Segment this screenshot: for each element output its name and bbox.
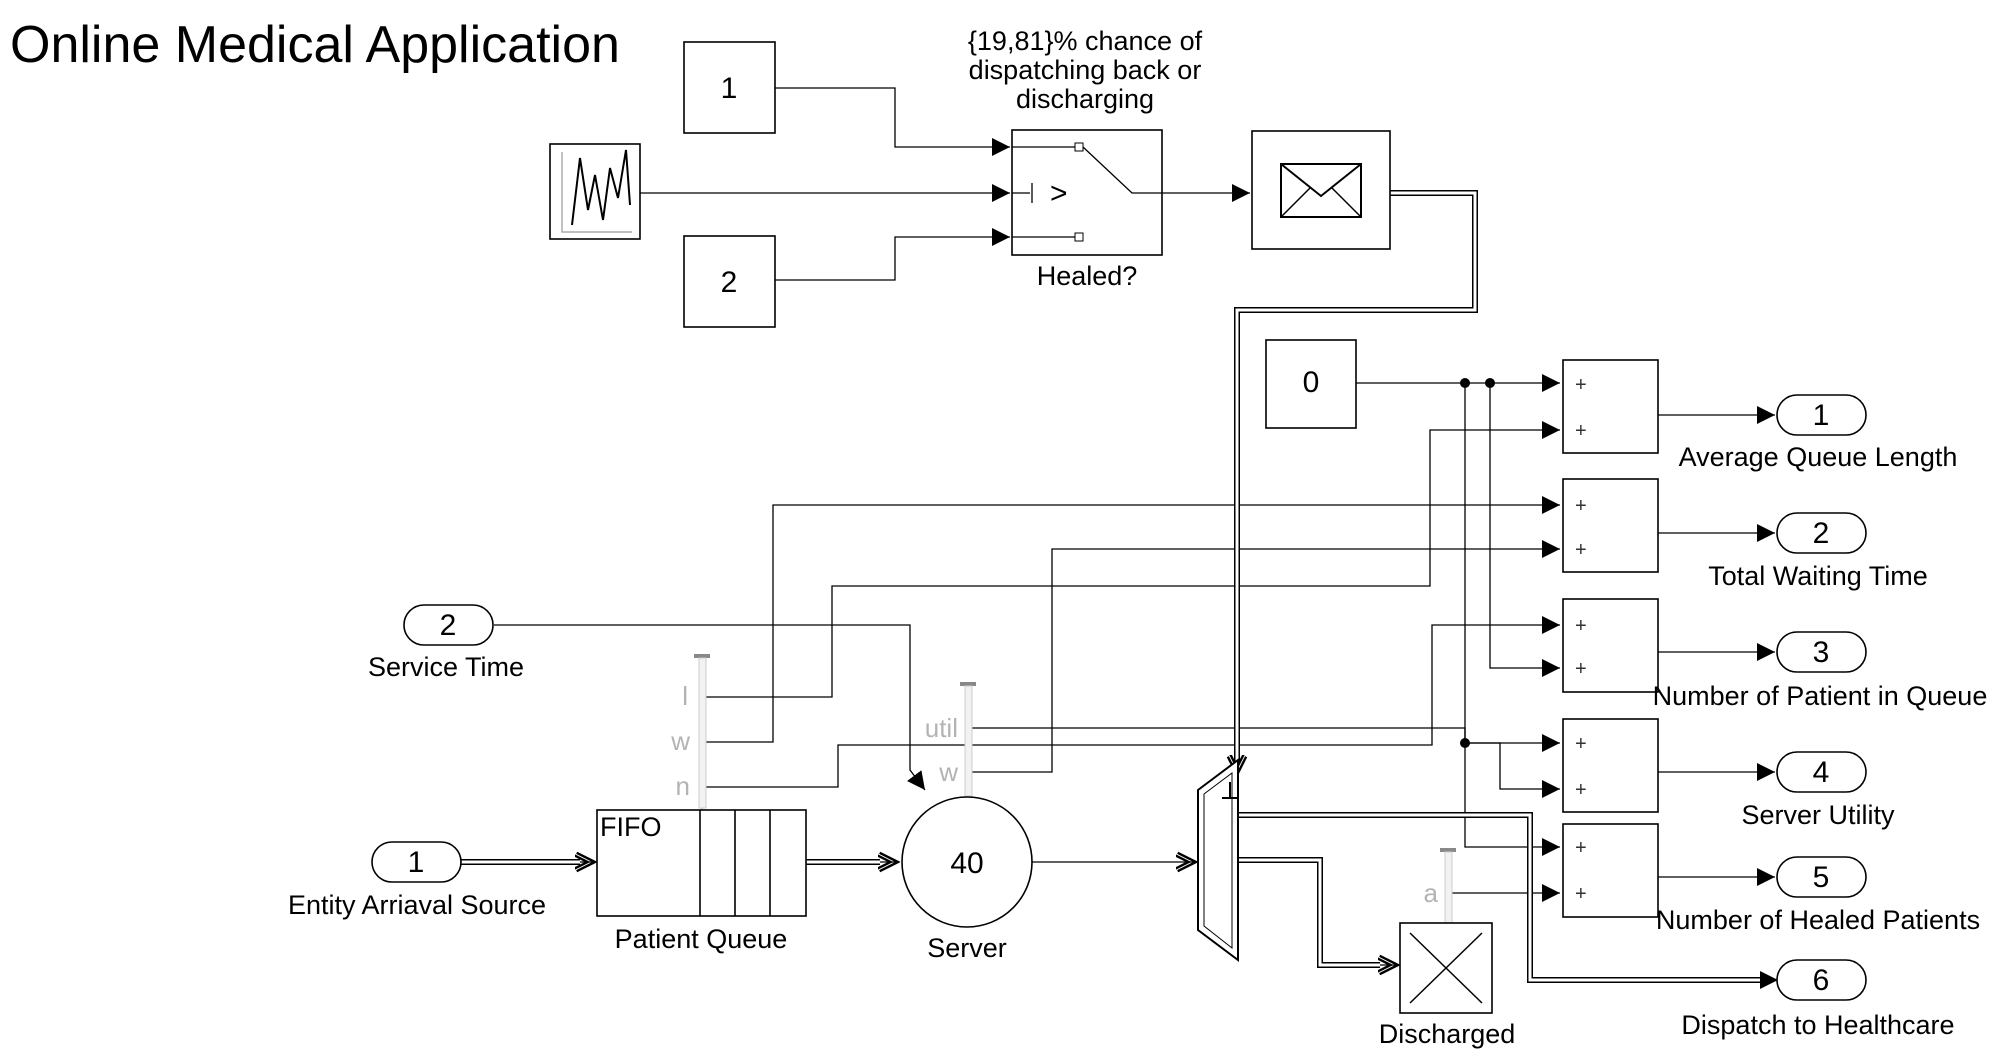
outport-2-label: Total Waiting Time bbox=[1708, 561, 1928, 591]
inport-entity-arrival-label: Entity Arriaval Source bbox=[288, 890, 546, 920]
server-block[interactable]: util w 40 Server bbox=[901, 682, 1033, 963]
server-port-util: util bbox=[925, 713, 958, 743]
outport-1-number: 1 bbox=[1813, 399, 1830, 432]
sum-2-sign-a: + bbox=[1575, 495, 1587, 517]
outport-3-number: 3 bbox=[1813, 636, 1830, 669]
annotation-line-1: {19,81}% chance of bbox=[968, 26, 1203, 56]
outport-1[interactable]: 1 Average Queue Length bbox=[1679, 394, 1958, 472]
switch-annotation: {19,81}% chance of dispatching back or d… bbox=[968, 26, 1203, 114]
sum-3-sign-b: + bbox=[1575, 658, 1587, 680]
random-source-block[interactable] bbox=[549, 143, 641, 240]
diagram-title: Online Medical Application bbox=[10, 16, 620, 74]
switch-label: Healed? bbox=[1037, 261, 1138, 291]
constant-2-value: 2 bbox=[721, 266, 738, 299]
sum-3-sign-a: + bbox=[1575, 615, 1587, 637]
constant-block-2[interactable]: 2 bbox=[683, 235, 776, 328]
sum-2-sign-b: + bbox=[1575, 539, 1587, 561]
sum-block-3[interactable]: + + bbox=[1562, 598, 1659, 693]
queue-label: Patient Queue bbox=[615, 924, 788, 954]
wire-const2-switch[interactable] bbox=[775, 228, 1010, 281]
constant-block-1[interactable]: 1 bbox=[683, 41, 776, 134]
wire-zero-sum3[interactable] bbox=[1489, 383, 1560, 677]
switch-symbol: > bbox=[1050, 177, 1068, 210]
inport-service-time-number: 2 bbox=[440, 609, 457, 642]
patient-queue-block[interactable]: l w n FIFO Patient Queue bbox=[596, 654, 807, 954]
sum-5-sign-b: + bbox=[1575, 883, 1587, 905]
queue-fifo-text: FIFO bbox=[600, 812, 662, 842]
outport-4-number: 4 bbox=[1813, 756, 1830, 789]
x-terminator-icon bbox=[1409, 932, 1483, 1004]
outport-4-label: Server Utility bbox=[1741, 800, 1895, 830]
queue-port-w: w bbox=[670, 726, 690, 756]
wire-server-w-sum2[interactable] bbox=[968, 540, 1560, 773]
sum-5-sign-a: + bbox=[1575, 837, 1587, 859]
wire-queue-n-sum3[interactable] bbox=[702, 616, 1560, 788]
wire-servicetime-server[interactable] bbox=[494, 624, 926, 791]
outport-3[interactable]: 3 Number of Patient in Queue bbox=[1653, 631, 1988, 711]
envelope-icon bbox=[1280, 163, 1362, 218]
entity-output-switch-block[interactable] bbox=[1197, 758, 1239, 962]
sum-block-5[interactable]: + + bbox=[1562, 823, 1659, 918]
outport-5-label: Number of Healed Patients bbox=[1656, 905, 1980, 935]
sum-1-sign-b: + bbox=[1575, 420, 1587, 442]
inport-service-time[interactable]: 2 Service Time bbox=[368, 604, 524, 682]
inport-entity-arrival-number: 1 bbox=[408, 846, 425, 879]
inport-entity-arrival[interactable]: 1 Entity Arriaval Source bbox=[288, 841, 546, 920]
outport-3-label: Number of Patient in Queue bbox=[1653, 681, 1988, 711]
terminator-label: Discharged bbox=[1379, 1019, 1516, 1049]
entity-wires bbox=[460, 190, 1778, 989]
outport-6-number: 6 bbox=[1813, 964, 1830, 997]
outport-2-number: 2 bbox=[1813, 517, 1830, 550]
outport-1-label: Average Queue Length bbox=[1679, 442, 1958, 472]
sum-4-sign-b: + bbox=[1575, 779, 1587, 801]
outport-2[interactable]: 2 Total Waiting Time bbox=[1708, 512, 1928, 591]
server-port-w: w bbox=[938, 757, 958, 787]
inport-service-time-label: Service Time bbox=[368, 652, 524, 682]
sum-4-sign-a: + bbox=[1575, 733, 1587, 755]
wire-const1-switch[interactable] bbox=[775, 87, 1010, 156]
discharged-terminator-block[interactable]: a Discharged bbox=[1379, 848, 1516, 1049]
constant-block-0[interactable]: 0 bbox=[1265, 339, 1357, 429]
sum-block-2[interactable]: + + bbox=[1562, 478, 1659, 573]
queue-port-l: l bbox=[682, 681, 688, 711]
constant-1-value: 1 bbox=[721, 72, 738, 105]
outport-5-number: 5 bbox=[1813, 861, 1830, 894]
outport-4[interactable]: 4 Server Utility bbox=[1741, 751, 1895, 830]
random-signal-icon bbox=[561, 149, 632, 233]
wire-queue-w-sum2[interactable] bbox=[702, 496, 1560, 743]
sum-block-4[interactable]: + + bbox=[1562, 718, 1659, 813]
wire-util-sum4b[interactable] bbox=[1465, 742, 1560, 798]
signal-wires bbox=[494, 87, 1775, 902]
queue-port-n: n bbox=[676, 771, 690, 801]
server-value: 40 bbox=[950, 847, 983, 880]
wire-zero-sum5[interactable] bbox=[1464, 383, 1560, 856]
sum-block-1[interactable]: + + bbox=[1562, 359, 1659, 454]
message-send-block[interactable] bbox=[1251, 130, 1391, 250]
constant-0-value: 0 bbox=[1303, 366, 1320, 399]
entity-output-switch-icon bbox=[1197, 758, 1239, 962]
annotation-line-3: discharging bbox=[1016, 84, 1154, 114]
sum-1-sign-a: + bbox=[1575, 374, 1587, 396]
outport-5[interactable]: 5 Number of Healed Patients bbox=[1656, 856, 1980, 935]
outport-6[interactable]: 6 Dispatch to Healthcare bbox=[1681, 959, 1955, 1040]
wire-queue-l-sum1[interactable] bbox=[702, 421, 1560, 698]
outport-6-label: Dispatch to Healthcare bbox=[1681, 1010, 1954, 1040]
annotation-line-2: dispatching back or bbox=[969, 55, 1202, 85]
server-label: Server bbox=[927, 933, 1007, 963]
wire-util-sum4a[interactable] bbox=[968, 727, 1560, 752]
healed-switch-block[interactable]: > Healed? bbox=[1011, 129, 1163, 291]
terminator-port-a: a bbox=[1424, 878, 1439, 908]
